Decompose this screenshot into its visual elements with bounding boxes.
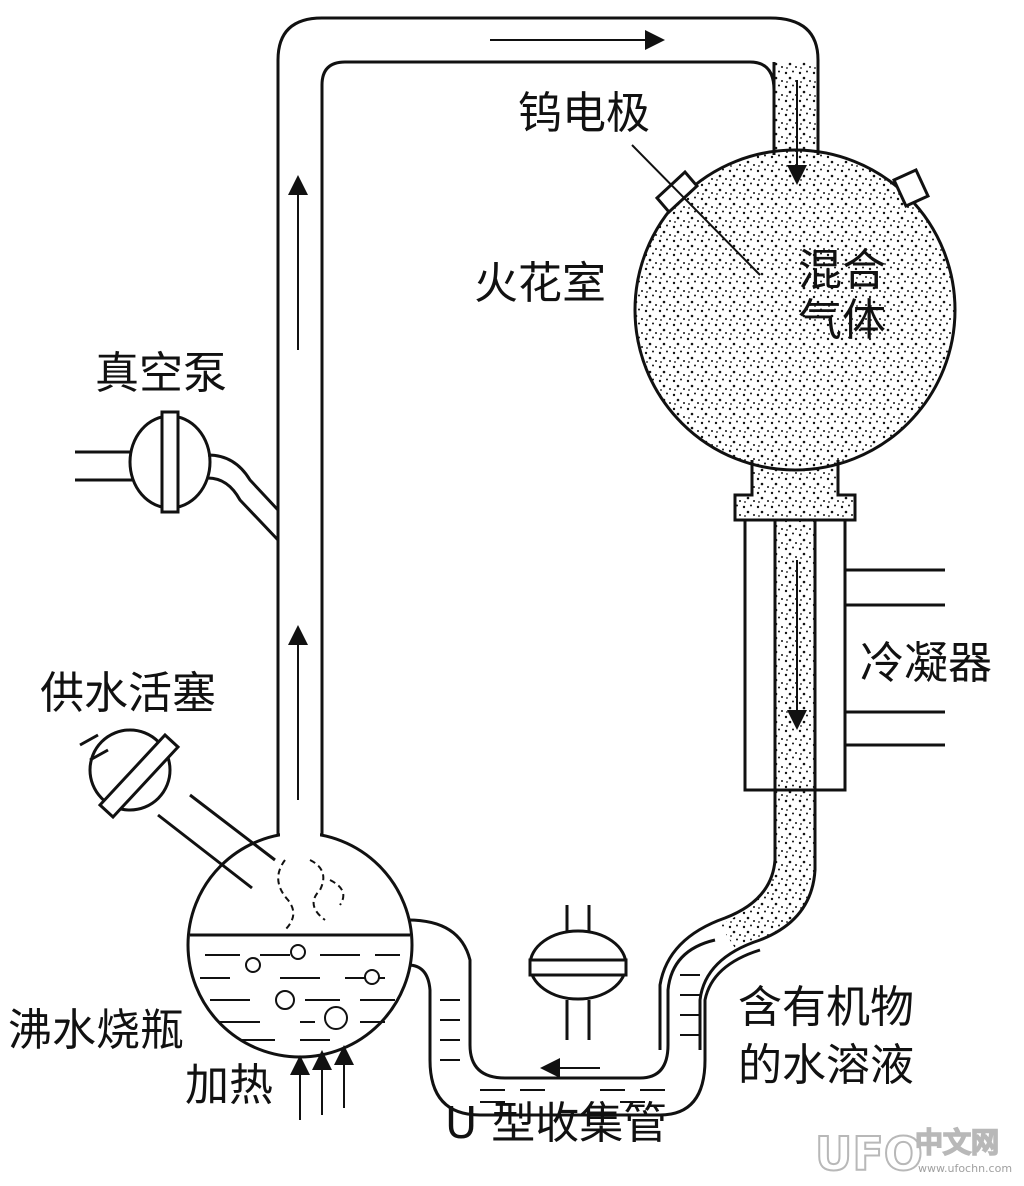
watermark: UFO 中文网 www.ufochn.com (814, 1125, 1012, 1182)
label-organic-solution-2: 的水溶液 (738, 1040, 914, 1091)
watermark-brand: UFO (815, 1127, 923, 1181)
label-heating: 加热 (185, 1060, 273, 1111)
label-condenser: 冷凝器 (860, 638, 992, 689)
label-organic-solution-1: 含有机物 (738, 982, 914, 1033)
return-tube (658, 800, 817, 1050)
watermark-url: www.ufochn.com (918, 1162, 1012, 1175)
water-supply-piston (79, 728, 276, 890)
label-vacuum-pump: 真空泵 (95, 348, 227, 399)
label-mixed-gas-1: 混合 (798, 245, 886, 296)
electrode-pointer-line (631, 144, 761, 276)
u-tube-liquid (440, 974, 700, 1103)
label-u-tube: U 型收集管 (445, 1098, 667, 1149)
boiling-flask (186, 830, 414, 1059)
condenser (743, 518, 945, 805)
spark-chamber (633, 62, 957, 522)
label-mixed-gas-2: 气体 (798, 295, 886, 346)
vacuum-pump (75, 410, 280, 542)
flow-arrows (288, 30, 807, 1120)
watermark-site: 中文网 (915, 1126, 999, 1159)
label-spark-chamber: 火花室 (474, 258, 606, 309)
label-boiling-flask: 沸水烧瓶 (8, 1005, 184, 1056)
label-tungsten-electrode: 钨电极 (518, 88, 650, 139)
u-tube-valve (528, 905, 628, 1040)
u-tube (407, 918, 761, 1117)
label-water-supply-piston: 供水活塞 (40, 668, 216, 719)
